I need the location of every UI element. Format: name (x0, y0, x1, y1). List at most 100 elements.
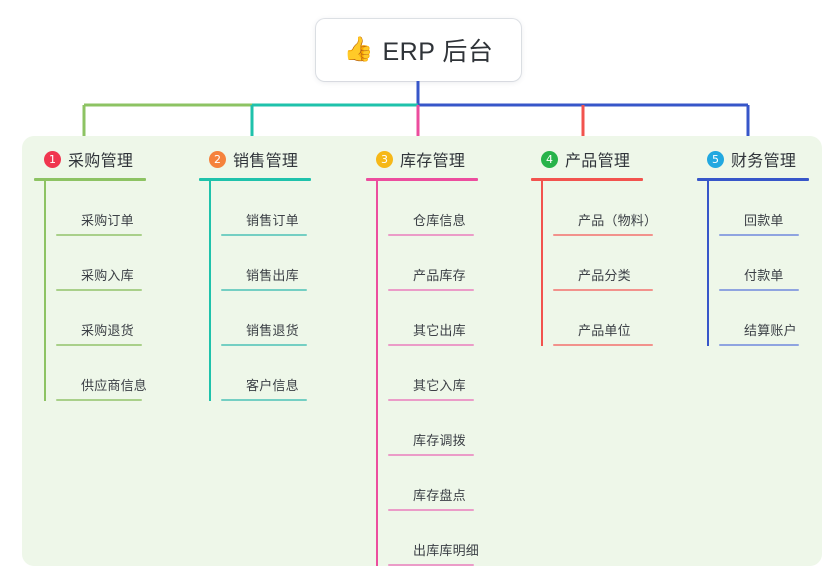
column-title: 产品管理 (565, 153, 631, 170)
leaf-item-label: 出库库明细 (413, 543, 480, 558)
leaf-item-label: 其它出库 (413, 323, 466, 338)
column-title: 库存管理 (400, 153, 466, 170)
leaf-item-label: 产品库存 (413, 268, 466, 283)
leaf-item-rule (221, 399, 307, 401)
leaf-item[interactable]: 销售订单 (221, 181, 349, 236)
leaf-item-label: 结算账户 (744, 323, 797, 338)
leaf-item-rule (221, 344, 307, 346)
leaf-item[interactable]: 回款单 (719, 181, 839, 236)
leaf-item-rule (56, 344, 142, 346)
leaf-item[interactable]: 采购退货 (56, 291, 184, 346)
leaf-item-rule (388, 344, 474, 346)
leaf-item[interactable]: 销售退货 (221, 291, 349, 346)
leaf-item[interactable]: 出库库明细 (388, 511, 516, 566)
leaf-item[interactable]: 采购入库 (56, 236, 184, 291)
leaf-item[interactable]: 付款单 (719, 236, 839, 291)
leaf-item-label: 采购入库 (81, 268, 134, 283)
column-items: 采购订单采购入库采购退货供应商信息 (34, 181, 184, 401)
leaf-item-rule (388, 234, 474, 236)
leaf-item-rule (388, 564, 474, 566)
leaf-item-rule (388, 509, 474, 511)
leaf-item[interactable]: 产品单位 (553, 291, 681, 346)
column-number-badge: 5 (707, 150, 724, 168)
leaf-item[interactable]: 产品分类 (553, 236, 681, 291)
column-stem (541, 181, 543, 346)
column-stem (707, 181, 709, 346)
leaf-item-label: 库存盘点 (413, 488, 466, 503)
leaf-item-rule (221, 234, 307, 236)
column-header-rule (697, 178, 809, 181)
column-header-2[interactable]: 2 销售管理 (199, 148, 349, 170)
leaf-item-rule (388, 399, 474, 401)
column-5: 5 财务管理回款单付款单结算账户 (697, 148, 839, 346)
column-2: 2 销售管理销售订单销售出库销售退货客户信息 (199, 148, 349, 401)
thumbs-up-icon: 👍 (343, 36, 374, 63)
leaf-item-label: 采购订单 (81, 213, 134, 228)
column-title: 财务管理 (731, 153, 797, 170)
leaf-item-rule (553, 234, 653, 236)
leaf-item-label: 客户信息 (246, 378, 299, 393)
column-header-rule (366, 178, 478, 181)
leaf-item-rule (56, 234, 142, 236)
leaf-item-label: 库存调拨 (413, 433, 466, 448)
leaf-item-rule (719, 289, 799, 291)
leaf-item-label: 产品（物料） (578, 213, 658, 228)
leaf-item-label: 销售订单 (246, 213, 299, 228)
leaf-item[interactable]: 产品（物料） (553, 181, 681, 236)
column-1: 1 采购管理采购订单采购入库采购退货供应商信息 (34, 148, 184, 401)
leaf-item[interactable]: 结算账户 (719, 291, 839, 346)
leaf-item[interactable]: 销售出库 (221, 236, 349, 291)
leaf-item[interactable]: 库存盘点 (388, 456, 516, 511)
root-node-title: ERP 后台 (382, 38, 494, 66)
column-title: 销售管理 (233, 153, 299, 170)
column-header-5[interactable]: 5 财务管理 (697, 148, 839, 170)
leaf-item-rule (56, 289, 142, 291)
leaf-item[interactable]: 采购订单 (56, 181, 184, 236)
column-stem (44, 181, 46, 401)
leaf-item[interactable]: 其它入库 (388, 346, 516, 401)
column-header-1[interactable]: 1 采购管理 (34, 148, 184, 170)
leaf-item-label: 仓库信息 (413, 213, 466, 228)
leaf-item-rule (221, 289, 307, 291)
leaf-item-rule (553, 289, 653, 291)
column-header-4[interactable]: 4 产品管理 (531, 148, 681, 170)
leaf-item[interactable]: 供应商信息 (56, 346, 184, 401)
leaf-item[interactable]: 库存调拨 (388, 401, 516, 456)
column-number-badge: 4 (541, 150, 558, 168)
column-stem (209, 181, 211, 401)
column-items: 销售订单销售出库销售退货客户信息 (199, 181, 349, 401)
leaf-item-rule (719, 234, 799, 236)
diagram-panel (22, 136, 822, 566)
column-number-badge: 2 (209, 150, 226, 168)
leaf-item[interactable]: 产品库存 (388, 236, 516, 291)
column-3: 3 库存管理仓库信息产品库存其它出库其它入库库存调拨库存盘点出库库明细 (366, 148, 516, 566)
leaf-item-rule (388, 454, 474, 456)
leaf-item[interactable]: 客户信息 (221, 346, 349, 401)
root-node-card[interactable]: 👍 ERP 后台 (316, 19, 521, 81)
column-header-rule (531, 178, 643, 181)
leaf-item-label: 产品单位 (578, 323, 631, 338)
leaf-item[interactable]: 其它出库 (388, 291, 516, 346)
leaf-item-label: 销售出库 (246, 268, 299, 283)
column-header-rule (34, 178, 146, 181)
leaf-item-label: 回款单 (744, 213, 784, 228)
column-title: 采购管理 (68, 153, 134, 170)
column-stem (376, 181, 378, 566)
leaf-item-rule (553, 344, 653, 346)
leaf-item-rule (388, 289, 474, 291)
leaf-item-label: 其它入库 (413, 378, 466, 393)
leaf-item-label: 付款单 (744, 268, 784, 283)
column-number-badge: 3 (376, 150, 393, 168)
column-header-rule (199, 178, 311, 181)
column-items: 回款单付款单结算账户 (697, 181, 839, 346)
leaf-item-label: 供应商信息 (81, 378, 148, 393)
leaf-item[interactable]: 仓库信息 (388, 181, 516, 236)
column-header-3[interactable]: 3 库存管理 (366, 148, 516, 170)
column-4: 4 产品管理产品（物料） 产品分类产品单位 (531, 148, 681, 346)
leaf-item-rule (56, 399, 142, 401)
leaf-item-label: 产品分类 (578, 268, 631, 283)
column-items: 仓库信息产品库存其它出库其它入库库存调拨库存盘点出库库明细 (366, 181, 516, 566)
leaf-item-label: 销售退货 (246, 323, 299, 338)
column-number-badge: 1 (44, 150, 61, 168)
leaf-item-rule (719, 344, 799, 346)
